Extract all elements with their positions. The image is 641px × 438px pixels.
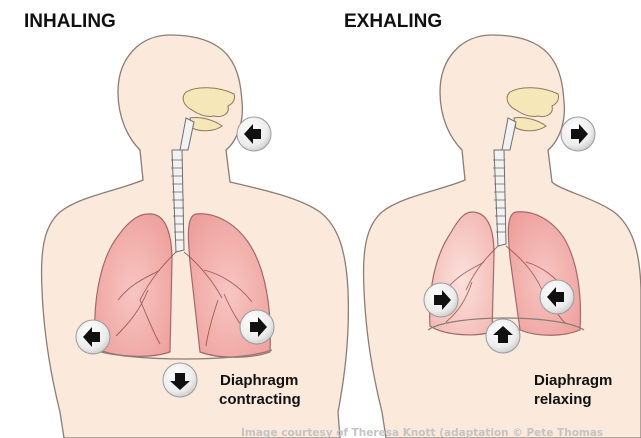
exhale-label-line1: Diaphragm — [534, 372, 612, 389]
arrow-into-mouth-icon — [237, 117, 271, 151]
exhale-label-line2: relaxing — [534, 391, 592, 408]
arrow-out-of-mouth-icon — [561, 117, 595, 151]
arrow-left-inward-icon — [540, 280, 574, 314]
arrow-down-diaphragm-icon — [163, 363, 197, 397]
inhale-label-line2: contracting — [219, 391, 301, 408]
arrow-right-outward-icon — [240, 310, 274, 344]
arrow-left-outward-icon — [76, 320, 110, 354]
inhaling-heading: INHALING — [24, 11, 116, 32]
inhaling-panel: INHALING — [24, 11, 348, 438]
image-credit: Image courtesy of Theresa Knott (adaptat… — [241, 427, 603, 438]
inhale-label-line1: Diaphragm — [220, 372, 298, 389]
exhaling-panel: EXHALING — [344, 11, 641, 438]
arrow-right-inward-icon — [424, 283, 458, 317]
exhaling-heading: EXHALING — [344, 11, 442, 32]
arrow-up-diaphragm-icon — [486, 319, 520, 353]
